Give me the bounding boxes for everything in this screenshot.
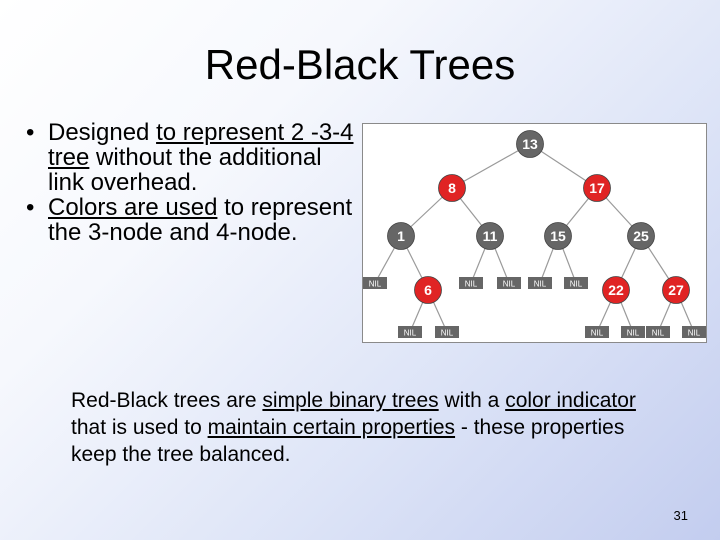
tree-node-27: 27 [662,276,690,304]
nil-leaf: NIL [585,326,609,338]
nil-leaf-label: NIL [627,329,640,338]
tree-node-11: 11 [476,222,504,250]
tree-node-label: 25 [633,228,649,244]
bullet-text-segment: Designed [48,119,157,146]
slide-title: Red-Black Trees [204,41,516,88]
nil-leaf-label: NIL [534,280,547,289]
tree-node-label: 15 [550,228,566,244]
nil-leaf-label: NIL [503,280,516,289]
tree-node-label: 22 [608,282,624,298]
caption-segment: that is used to [71,416,208,439]
nil-leaf-label: NIL [465,280,478,289]
tree-node-label: 8 [448,180,456,196]
caption-text: Red-Black trees are simple binary trees … [71,387,641,468]
nil-leaf: NIL [682,326,706,338]
bullet-text-segment: Colors are used [48,194,218,221]
caption-segment: Red-Black trees are [71,389,263,412]
bullet-dot-icon: • [26,194,35,221]
caption-segment: maintain certain properties [207,416,456,439]
tree-node-15: 15 [544,222,572,250]
nil-leaf-label: NIL [591,329,604,338]
bullet-text-segment: to represent 2 -3-4 tree [48,119,354,171]
nil-leaf: NIL [564,277,588,289]
tree-node-8: 8 [438,174,466,202]
nil-leaf: NIL [363,277,387,289]
nil-leaf-label: NIL [441,329,454,338]
nil-leaf: NIL [646,326,670,338]
tree-node-label: 1 [397,228,405,244]
nil-leaf-label: NIL [652,329,665,338]
caption-segment: color indicator [505,389,636,412]
nil-leaf: NIL [497,277,521,289]
nil-leaf: NIL [435,326,459,338]
tree-node-6: 6 [414,276,442,304]
tree-node-label: 13 [522,136,538,152]
nil-leaf: NIL [398,326,422,338]
nil-leaf: NIL [528,277,552,289]
page-number: 31 [673,508,688,523]
tree-node-22: 22 [602,276,630,304]
tree-node-25: 25 [627,222,655,250]
tree-node-label: 27 [668,282,684,298]
tree-node-17: 17 [583,174,611,202]
caption-segment: - these properties keep the tree balance… [71,416,625,466]
nil-leaf-label: NIL [404,329,417,338]
bullet-item: • Colors are used to represent the 3-nod… [22,195,362,245]
nil-leaf-label: NIL [369,280,382,289]
tree-node-1: 1 [387,222,415,250]
nil-leaf-label: NIL [570,280,583,289]
tree-node-label: 6 [424,282,432,298]
tree-node-label: 11 [483,228,498,244]
nil-leaf: NIL [459,277,483,289]
nil-leaf: NIL [621,326,645,338]
caption-segment: with a [438,389,506,412]
bullet-text-segment: to represent the 3-node and 4-node. [48,194,353,246]
tree-node-13: 13 [516,130,544,158]
bullet-list: • Designed to represent 2 -3-4 tree with… [22,120,362,245]
nil-leaf-label: NIL [688,329,701,338]
bullet-text-segment: without the additional link overhead. [48,144,322,196]
tree-edge [451,143,531,189]
tree-node-label: 17 [589,180,605,196]
bullet-dot-icon: • [26,119,35,146]
caption-segment: simple binary trees [262,389,439,412]
bullet-item: • Designed to represent 2 -3-4 tree with… [22,120,362,195]
